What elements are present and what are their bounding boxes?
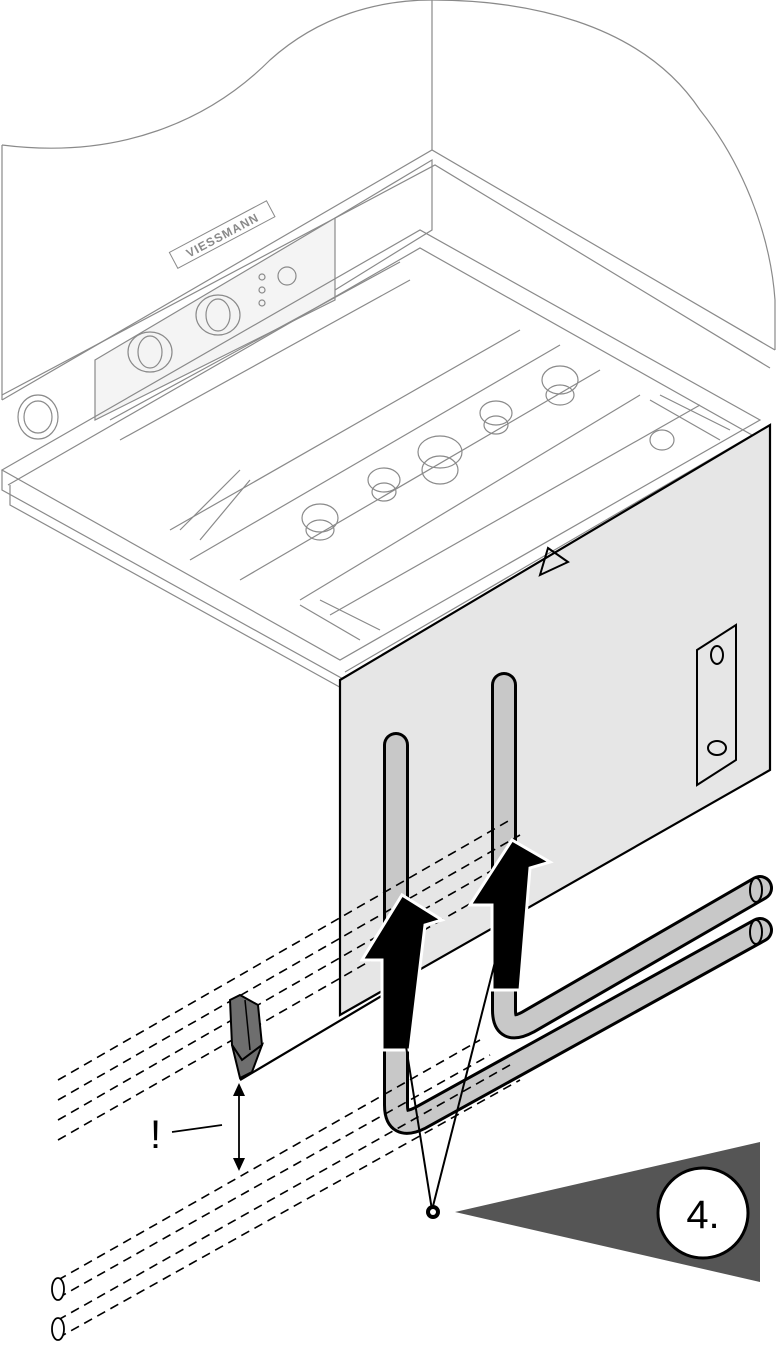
step-callout: 4. [455, 1142, 760, 1282]
connection-cover [338, 423, 772, 1017]
brand-logo-text: VIESSMANN [184, 210, 262, 260]
callout-leaders [404, 949, 499, 1219]
dimension-arrow-icon [171, 1083, 245, 1171]
note-mark: ! [150, 1113, 161, 1157]
screwdriver-icon [228, 993, 265, 1080]
boiler-bottom-edge [239, 984, 401, 1081]
connection-pipes [383, 672, 773, 1135]
triangle-mark-icon [538, 546, 570, 577]
up-arrow-icon [359, 892, 446, 1052]
step-label: 4. [686, 1193, 719, 1237]
mounting-plate [0, 229, 762, 691]
boiler-housing [1, 0, 776, 440]
up-arrow-icon [467, 837, 554, 992]
